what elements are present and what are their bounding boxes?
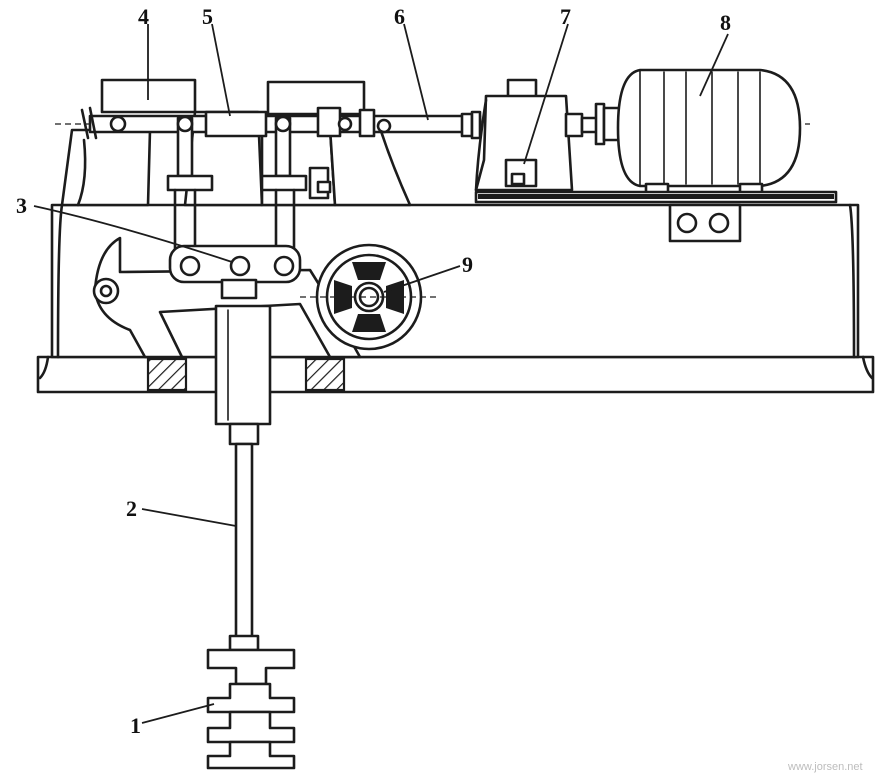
leader-line-3 bbox=[33, 205, 233, 263]
callout-6: 6 bbox=[394, 4, 405, 29]
callout-2: 2 bbox=[126, 496, 137, 521]
coupling bbox=[580, 102, 622, 146]
leader-line-5 bbox=[211, 23, 231, 117]
gearbox bbox=[474, 78, 584, 192]
leader-line-2 bbox=[141, 508, 237, 527]
upper-housing-left bbox=[60, 78, 264, 207]
callout-3: 3 bbox=[16, 193, 27, 218]
hydraulic-cylinder bbox=[214, 304, 272, 446]
handwheel bbox=[300, 243, 440, 351]
callout-labels: 1 2 3 4 5 6 7 8 9 bbox=[16, 4, 731, 738]
leader-lines bbox=[33, 23, 729, 724]
linkage-rod-right bbox=[260, 115, 308, 252]
leader-line-7 bbox=[523, 23, 569, 165]
leader-line-9 bbox=[383, 265, 461, 293]
callout-7: 7 bbox=[560, 4, 571, 29]
leader-line-6 bbox=[403, 23, 429, 121]
leader-line-1 bbox=[141, 703, 215, 724]
leader-line-8 bbox=[699, 33, 729, 97]
callout-1: 1 bbox=[130, 713, 141, 738]
callout-9: 9 bbox=[462, 252, 473, 277]
callout-8: 8 bbox=[720, 10, 731, 35]
motor-base-plate bbox=[474, 190, 838, 204]
electric-motor bbox=[616, 68, 802, 198]
roll-stack bbox=[206, 648, 296, 770]
callout-5: 5 bbox=[202, 4, 213, 29]
link-plates bbox=[168, 244, 302, 300]
drive-rod bbox=[228, 442, 260, 652]
mounting-bracket bbox=[668, 203, 742, 243]
hatched-supports bbox=[146, 357, 346, 392]
callout-4: 4 bbox=[138, 4, 149, 29]
linkage-rod-left bbox=[166, 115, 214, 252]
watermark: www.jorsen.net bbox=[787, 761, 863, 773]
